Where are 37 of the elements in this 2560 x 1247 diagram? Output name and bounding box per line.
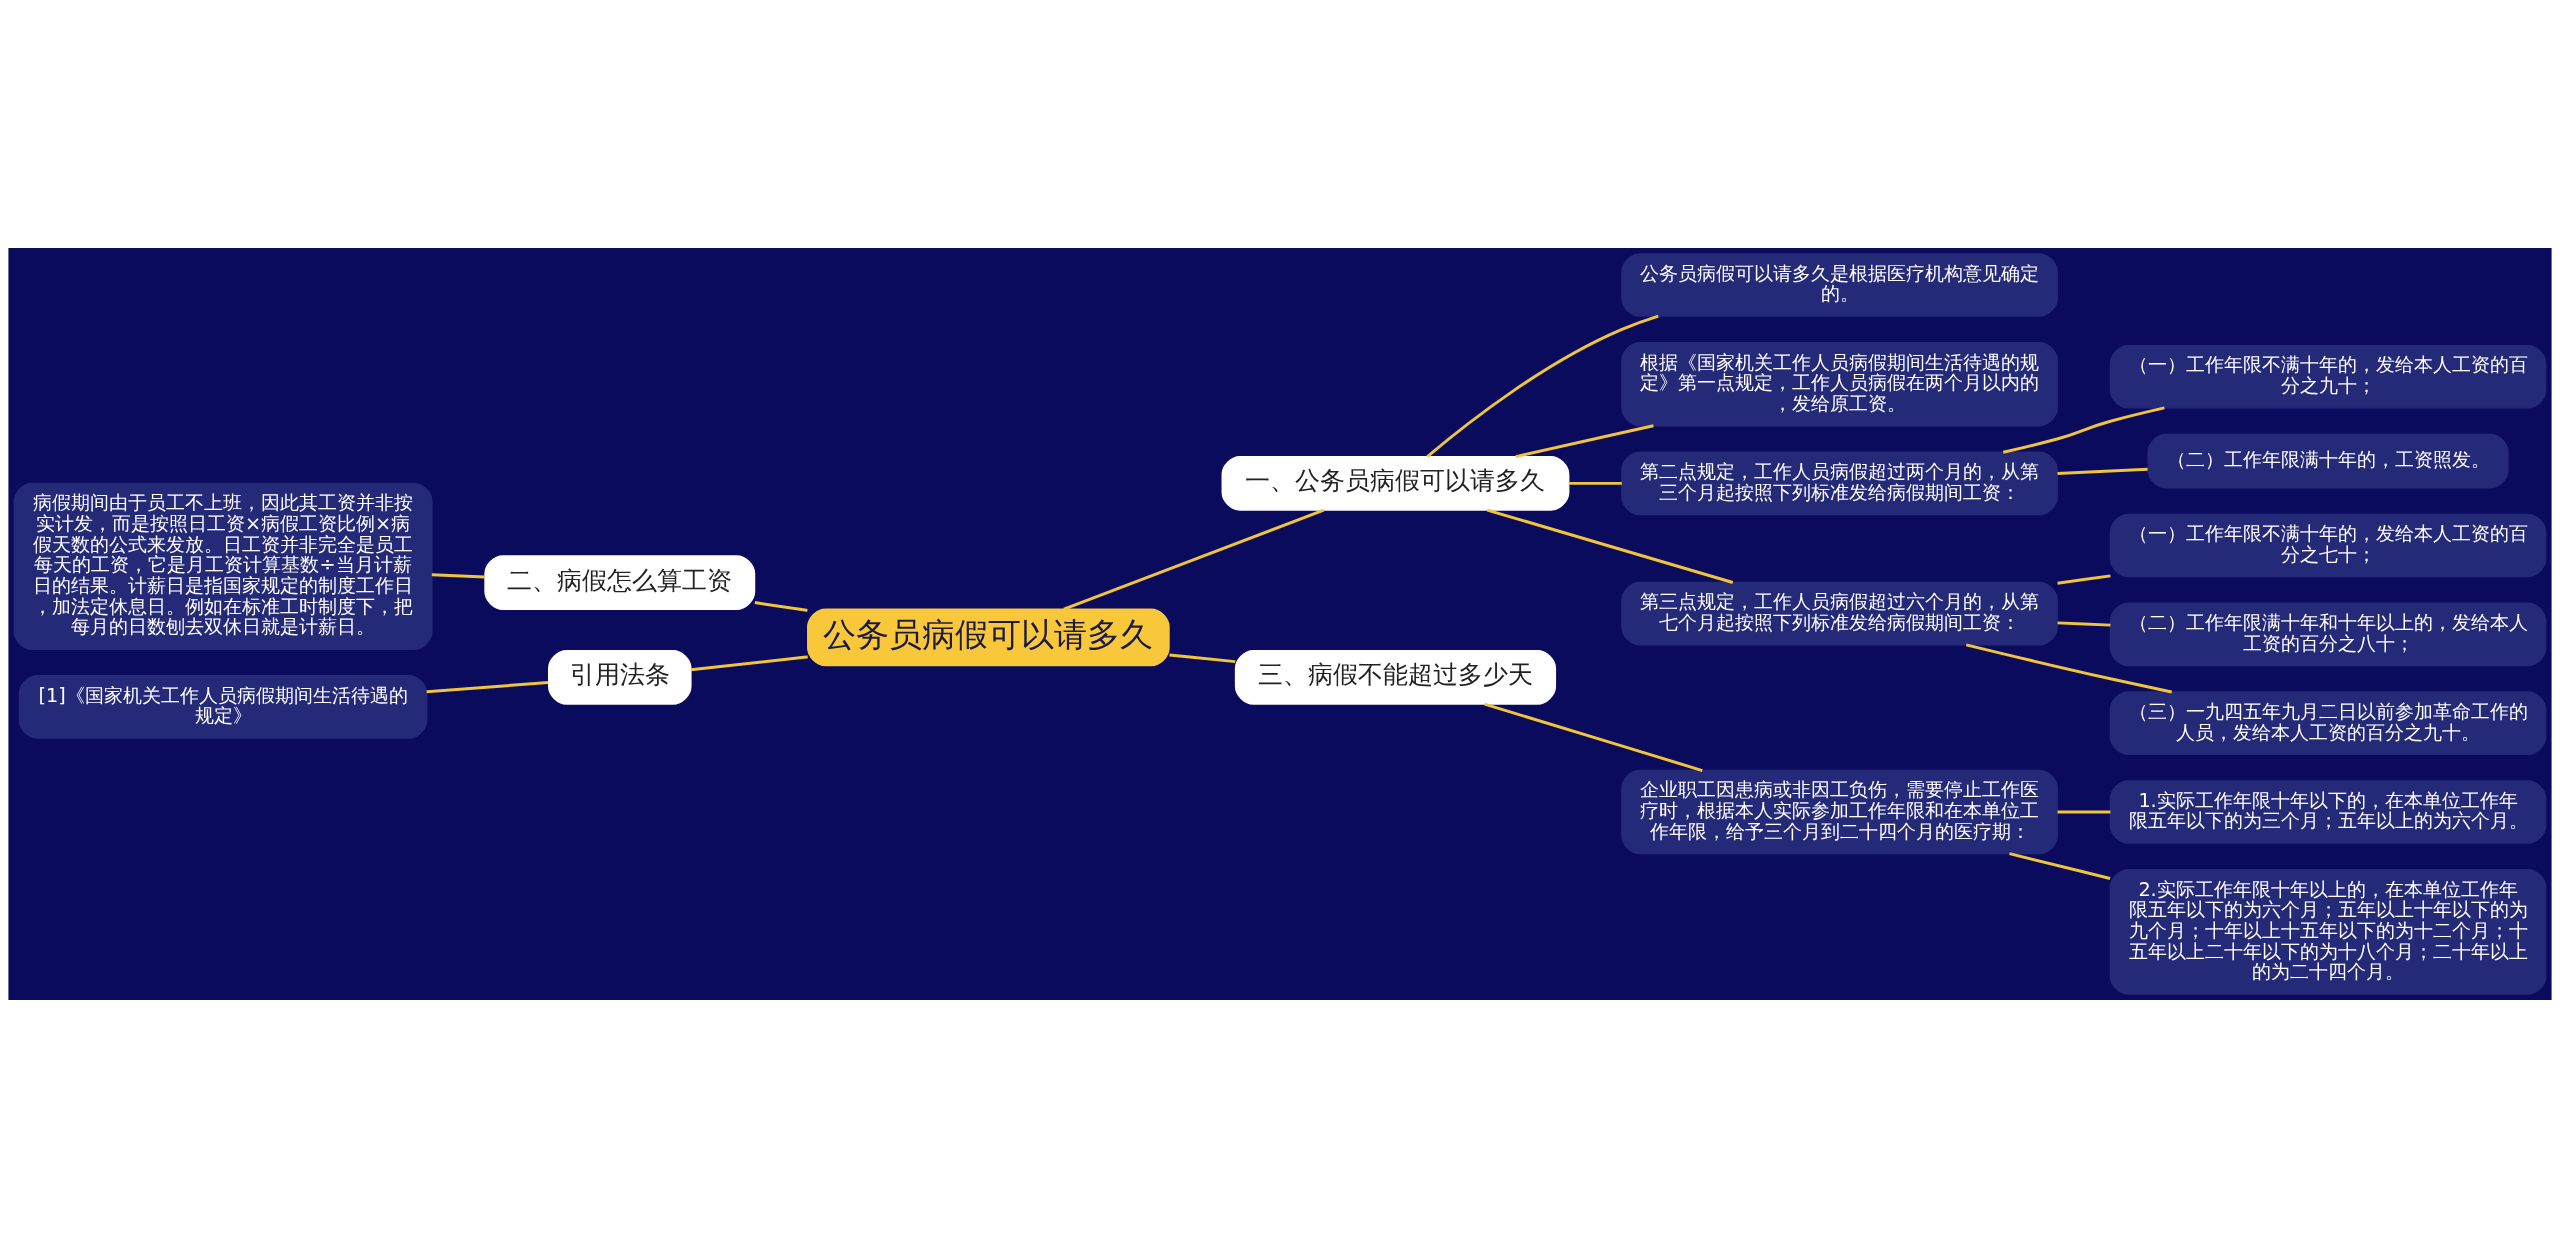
connector — [1515, 423, 1654, 458]
connector — [426, 680, 549, 693]
connector — [1063, 508, 1325, 610]
node-box: 第二点规定，工作人员病假超过两个月的，从第三个月起按照下列标准发给病假期间工资： — [1621, 451, 2058, 515]
connector — [690, 654, 808, 671]
node-box: 引用法条 — [548, 649, 692, 705]
node-box: 根据《国家机关工作人员病假期间生活待遇的规定》第一点规定，工作人员病假在两个月以内的，发给原工资。 — [1621, 341, 2058, 426]
node-box: 第三点规定，工作人员病假超过六个月的，从第七个月起按照下列标准发给病假期间工资： — [1621, 581, 2058, 645]
connector — [2057, 810, 2111, 813]
node-box: 公务员病假可以请多久是根据医疗机构意见确定的。 — [1621, 252, 2058, 317]
node-box: 病假期间由于员工不上班，因此其工资并非按实计发，而是按照日工资×病假工资比例×病假天数的公式来发放。日工资并非完全是员工每天的工资，它是月工资计算基数÷当月计薪日的结果。计薪日是指国家规定的制度工作日，加法定休息日。例如在标准工时制度下，把每月的日数刨去双休日就是计薪日。 — [13, 482, 433, 650]
connector — [2009, 851, 2111, 880]
connector — [2057, 467, 2148, 475]
node-box: （一）工作年限不满十年的，发给本人工资的百分之七十； — [2109, 513, 2547, 577]
connector — [754, 600, 808, 612]
connector — [1965, 642, 2173, 693]
connector — [431, 572, 485, 578]
connector — [2002, 405, 2165, 454]
connector — [1486, 508, 1734, 584]
connector — [1426, 314, 1659, 458]
connector — [1169, 653, 1236, 663]
node-box: 1.实际工作年限十年以下的，在本单位工作年限五年以下的为三个月；五年以上的为六个月。 — [2109, 779, 2547, 844]
node-box: 一、公务员病假可以请多久 — [1221, 455, 1570, 511]
connector — [1484, 702, 1703, 772]
node-box: （三）一九四五年九月二日以前参加革命工作的人员，发给本人工资的百分之九十。 — [2109, 690, 2547, 755]
node-box: [1]《国家机关工作人员病假期间生活待遇的规定》 — [18, 674, 428, 739]
node-box: 三、病假不能超过多少天 — [1234, 649, 1557, 705]
node-box: （二）工作年限满十年的，工资照发。 — [2147, 433, 2509, 489]
node-box: （二）工作年限满十年和十年以上的，发给本人工资的百分之八十； — [2109, 602, 2547, 666]
node-box: 2.实际工作年限十年以上的，在本单位工作年限五年以下的为六个月；五年以上十年以下的为九个月；十年以上十五年以下的为十二个月；十五年以上二十年以下的为十八个月；二十年以上的为二十四个月。 — [2109, 868, 2547, 995]
node-box: （一）工作年限不满十年的，发给本人工资的百分之九十； — [2109, 344, 2547, 409]
connector — [1568, 481, 1622, 485]
connector — [2057, 573, 2111, 585]
connector — [2057, 620, 2111, 627]
node-box: 企业职工因患病或非因工负伤，需要停止工作医疗时，根据本人实际参加工作年限和在本单位工作年限，给予三个月到二十四个月的医疗期： — [1621, 769, 2058, 854]
node-box: 二、病假怎么算工资 — [484, 554, 756, 610]
node-box: 公务员病假可以请多久 — [807, 607, 1170, 666]
